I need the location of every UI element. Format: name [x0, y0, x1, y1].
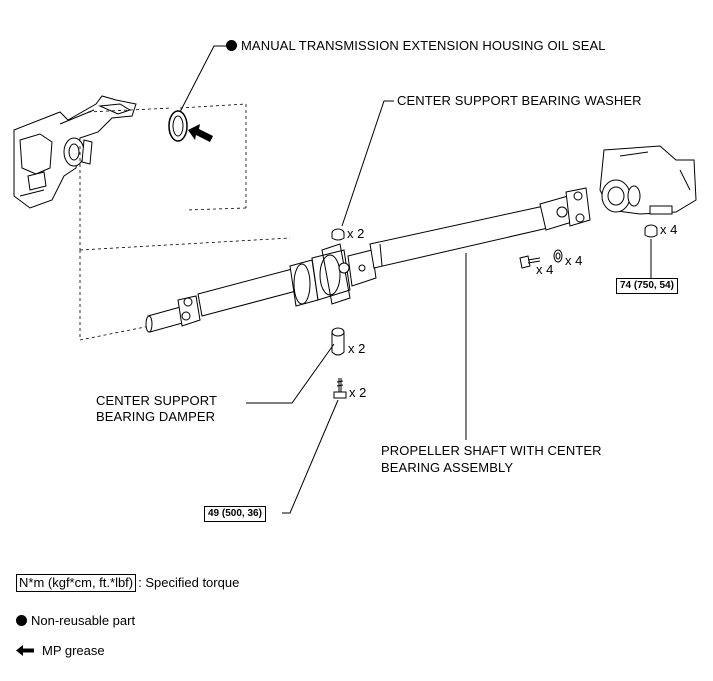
center-bolt-qty: x 2 [349, 385, 367, 400]
damper-label-line2: BEARING DAMPER [96, 409, 216, 424]
nonreusable-icon [226, 40, 237, 51]
oil-seal-text: MANUAL TRANSMISSION EXTENSION HOUSING OI… [241, 38, 606, 53]
legend-grease-arrow-icon [16, 645, 34, 656]
flange-bolt-qty: x 4 [536, 262, 554, 277]
oil-seal-part [168, 110, 188, 142]
legend-torque-box: N*m (kgf*cm, ft.*lbf) [16, 574, 137, 592]
legend-grease: MP grease [16, 643, 105, 659]
leader-lines [179, 45, 652, 514]
differential-illustration [599, 145, 697, 215]
diff-nut-qty: x 4 [660, 222, 678, 237]
legend-nonreusable-icon [16, 615, 27, 626]
transmission-housing-illustration [13, 95, 137, 209]
flange-nut-part [553, 249, 563, 263]
grease-arrow-icon [188, 124, 213, 142]
shaft-label-line1: PROPELLER SHAFT WITH CENTER [381, 443, 602, 458]
legend-nonreusable: Non-reusable part [16, 613, 135, 629]
washer-label: CENTER SUPPORT BEARING WASHER [397, 93, 642, 108]
flange-bolt-part [519, 255, 541, 269]
washer-part [331, 228, 345, 241]
damper-qty: x 2 [348, 341, 366, 356]
damper-part [331, 327, 345, 356]
washer-qty: x 2 [347, 226, 365, 241]
propeller-shaft [145, 187, 591, 333]
oil-seal-label: MANUAL TRANSMISSION EXTENSION HOUSING OI… [226, 38, 606, 54]
legend-torque: N*m (kgf*cm, ft.*lbf): Specified torque [16, 574, 239, 592]
center-bolt-part [333, 378, 347, 399]
legend-grease-text: MP grease [42, 643, 105, 658]
flange-nut-qty: x 4 [565, 253, 583, 268]
diff-nut-part [644, 224, 658, 238]
alignment-guides [79, 103, 291, 341]
legend-torque-desc: : Specified torque [138, 575, 240, 590]
shaft-label-line2: BEARING ASSEMBLY [381, 460, 514, 475]
diff-nut-torque: 74 (750, 54) [616, 278, 678, 294]
damper-label-line1: CENTER SUPPORT [96, 393, 218, 408]
legend-nonreusable-text: Non-reusable part [31, 613, 136, 628]
center-bolt-torque: 49 (500, 36) [204, 506, 266, 522]
